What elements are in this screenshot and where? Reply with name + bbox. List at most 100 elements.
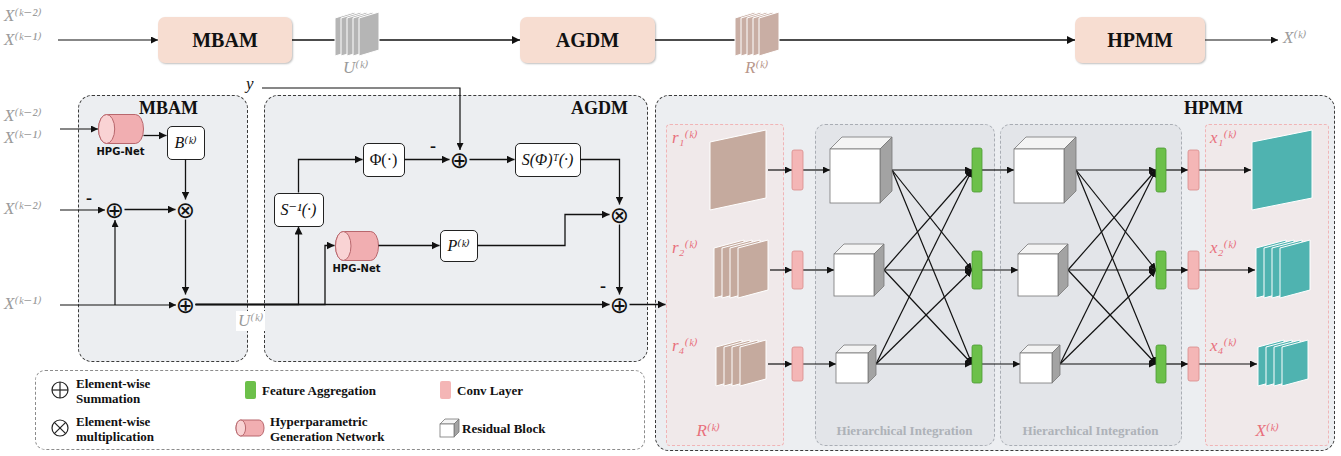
sum-node: ⊕: [610, 295, 630, 315]
panel-heading: MBAM: [139, 98, 198, 119]
connector: [630, 304, 666, 305]
module-box: AGDM: [520, 17, 655, 63]
signal-wire: [803, 269, 834, 270]
minus-sign: -: [430, 136, 436, 156]
signal-wire: [1166, 269, 1188, 270]
operator-symbol: ⊕: [610, 295, 629, 315]
conv-layer: [1188, 150, 1199, 190]
legend-text: Residual Block: [462, 421, 545, 436]
module-title: MBAM: [192, 29, 258, 52]
operator-box: B⁽ᵏ⁾: [167, 126, 205, 160]
module-panel: AGDMS⁻¹(·)Φ(·)⊕S(Φ)ᵀ(·)HPG-NetP⁽ᵏ⁾⊗⊕: [264, 95, 648, 362]
feature-aggregation: [972, 148, 982, 192]
connector: [125, 209, 176, 210]
feature-aggregation: [972, 251, 982, 289]
cylinder-body: [98, 114, 143, 143]
operator-label: S⁻¹(·): [281, 200, 317, 219]
signal-wire: [60, 209, 105, 210]
tensor-symbol: U⁽ᵏ⁾: [343, 58, 368, 78]
network-label: HPG-Net: [89, 146, 153, 157]
legend-cylinder: [236, 420, 264, 436]
signal-wire: [884, 170, 972, 270]
operator-box: S(Φ)ᵀ(·): [515, 143, 581, 177]
input-symbol: X⁽ᵏ⁻²⁾: [4, 199, 42, 219]
legend-text: Conv Layer: [457, 383, 523, 398]
signal-wire: [60, 304, 176, 305]
connector: [619, 225, 620, 295]
connector: [299, 160, 363, 193]
conv-layer: [792, 251, 803, 289]
signal-wire: [803, 169, 830, 170]
operator-label: Φ(·): [370, 151, 398, 169]
connector: [185, 220, 186, 295]
module-box: MBAM: [158, 17, 292, 63]
network-label: HPG-Net: [325, 263, 389, 274]
legend-text: Hyperparametric Generation Network: [270, 414, 410, 444]
operator-stroke: [54, 422, 65, 433]
operator-stroke: [54, 422, 65, 433]
output-symbol: X⁽ᵏ⁾: [1283, 28, 1307, 48]
residual-block-side: [880, 137, 892, 203]
hpg-network: HPG-Net: [335, 231, 379, 261]
feature-map: [1280, 240, 1310, 298]
cylinder-outline: [98, 114, 144, 144]
signal-wire: [1060, 363, 1156, 364]
feature-aggregation: [1156, 345, 1166, 383]
input-symbol: X⁽ᵏ⁻²⁾: [4, 106, 42, 126]
operator-symbol: ⊕: [176, 295, 195, 315]
minus-sign: -: [600, 276, 606, 296]
operator-box: S⁻¹(·): [274, 193, 324, 227]
cylinder-face: [98, 114, 114, 143]
signal-wire: [1068, 269, 1156, 270]
connector: [655, 39, 1075, 40]
module-box: HPMM: [1075, 17, 1205, 63]
connector: [405, 159, 450, 160]
residual-block: [440, 424, 454, 437]
operator-symbol: ⊕: [450, 150, 469, 170]
connector: [196, 304, 610, 305]
operator-label: P⁽ᵏ⁾: [447, 236, 469, 255]
feature-map: [740, 340, 766, 386]
signal-wire: [982, 363, 1020, 364]
tensor-symbol: r₄⁽ᵏ⁾: [672, 336, 698, 356]
tensor-symbol: r₁⁽ᵏ⁾: [672, 128, 698, 148]
feature-map: [359, 12, 379, 56]
signal-wire: [1076, 170, 1156, 270]
hpg-network: HPG-Net: [98, 114, 144, 144]
operator-symbol: ⊗: [176, 200, 195, 220]
input-symbol: X⁽ᵏ⁻¹⁾: [4, 128, 42, 148]
connector: [144, 135, 167, 136]
feature-map: [1282, 340, 1308, 386]
residual-block-side: [874, 244, 884, 296]
signal-wire: [1199, 363, 1257, 364]
signal-wire: [892, 170, 972, 270]
signal-wire: [1199, 269, 1255, 270]
signal-wire: [60, 128, 98, 129]
panel-heading: HPMM: [1184, 98, 1243, 119]
residual-block-side: [868, 345, 876, 383]
signal-wire: [876, 170, 972, 364]
signal-wire: [892, 169, 972, 170]
cylinder-outline: [335, 231, 379, 261]
wires: [58, 40, 1278, 364]
stage-label: Hierarchical Integration: [1023, 423, 1159, 445]
conv-layer: [1188, 347, 1199, 381]
signal-wire: [1068, 270, 1156, 364]
input-symbol: X⁽ᵏ⁻¹⁾: [4, 30, 42, 50]
operator-symbol: ⊕: [105, 200, 124, 220]
signal-wire: [876, 363, 972, 364]
module-title: AGDM: [556, 29, 619, 52]
residual-block-side: [1058, 244, 1068, 296]
signal-wire: [1166, 169, 1188, 170]
feature-map: [738, 240, 768, 298]
connector: [470, 159, 515, 160]
tensor-label: R⁽ᵏ⁾: [667, 420, 783, 445]
legend-text: Feature Aggregation: [262, 383, 376, 398]
feature-map: [710, 130, 766, 210]
signal-wire: [58, 39, 158, 40]
tensor-label: X⁽ᵏ⁾: [1206, 420, 1328, 445]
operator-label: B⁽ᵏ⁾: [174, 133, 196, 152]
signal-wire: [1060, 170, 1156, 364]
